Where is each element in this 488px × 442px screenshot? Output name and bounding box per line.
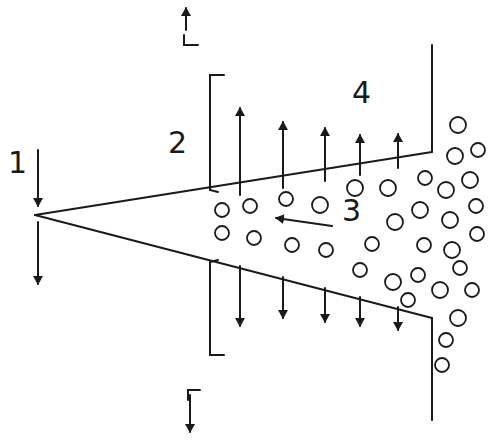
- callout-number: 4: [352, 78, 371, 108]
- callout-number: 1: [8, 148, 27, 178]
- callout-number: 2: [168, 128, 187, 158]
- particles: [215, 117, 485, 372]
- callout-number: 3: [342, 196, 361, 226]
